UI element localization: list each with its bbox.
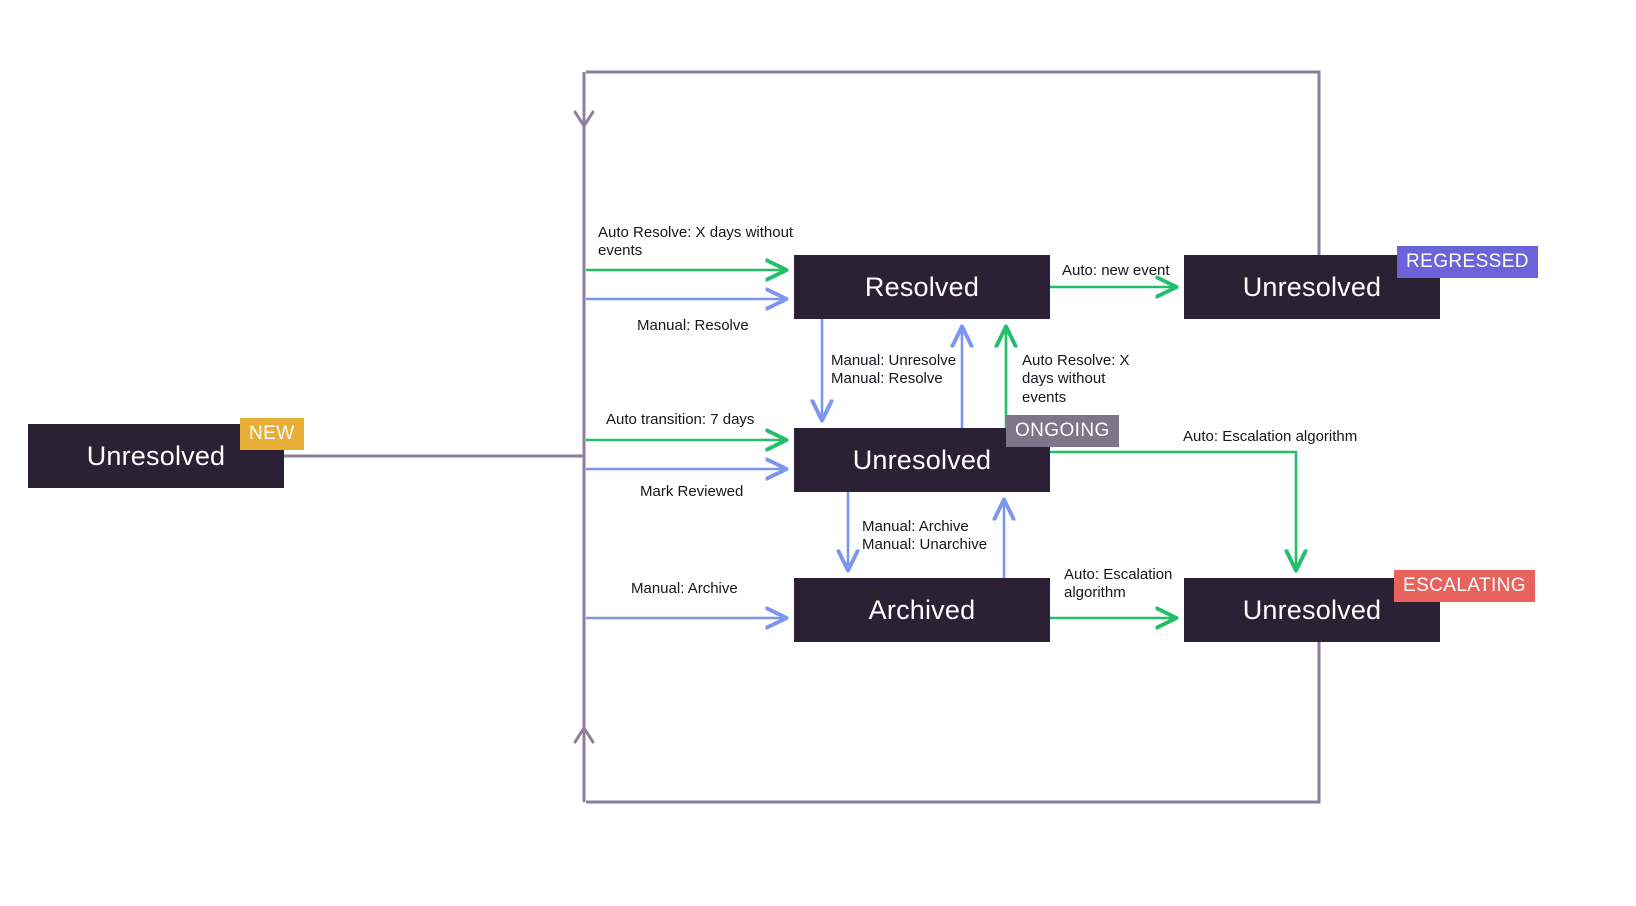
node-label: Unresolved — [852, 444, 992, 475]
node-label: Unresolved — [86, 440, 226, 471]
status-badge-ongoing: ONGOING — [1006, 415, 1119, 447]
edge-label-auto-escalation-top: Auto: Escalation algorithm — [1183, 428, 1358, 445]
node-label: Unresolved — [1242, 271, 1382, 302]
edge-escalating-loop-back — [573, 642, 1321, 804]
edge-label-manual-resolve-top: Manual: Resolve — [637, 317, 749, 334]
edge-label-manual-archive-unarchive: Manual: Archive Manual: Unarchive — [862, 518, 988, 554]
edge-label-manual-unresolve-resolve: Manual: Unresolve Manual: Resolve — [831, 352, 957, 388]
node-archived[interactable]: Archived — [794, 578, 1050, 642]
edge-label-auto-resolve-x-days-mid: Auto Resolve: X days without events — [1022, 352, 1130, 406]
node-label: Archived — [868, 594, 976, 625]
status-badge-escalating: ESCALATING — [1394, 570, 1535, 602]
edge-label-auto-transition-7-days: Auto transition: 7 days — [606, 411, 755, 428]
status-badge-new: NEW — [240, 418, 304, 450]
edge-label-manual-archive-bottom: Manual: Archive — [631, 580, 738, 597]
node-resolved[interactable]: Resolved — [794, 255, 1050, 319]
edge-label-mark-reviewed: Mark Reviewed — [640, 483, 744, 500]
edge-regressed-loop-back — [573, 70, 1321, 255]
status-badge-regressed: REGRESSED — [1397, 246, 1538, 278]
edge-label-auto-escalation-bottom: Auto: Escalation algorithm — [1064, 566, 1173, 602]
node-label: Unresolved — [1242, 594, 1382, 625]
edge-ongoing-to-escalating — [1050, 450, 1296, 568]
node-label: Resolved — [864, 271, 980, 302]
edge-label-auto-resolve-x-days-top: Auto Resolve: X days without events — [598, 224, 794, 260]
edge-label-auto-new-event: Auto: new event — [1062, 262, 1170, 279]
